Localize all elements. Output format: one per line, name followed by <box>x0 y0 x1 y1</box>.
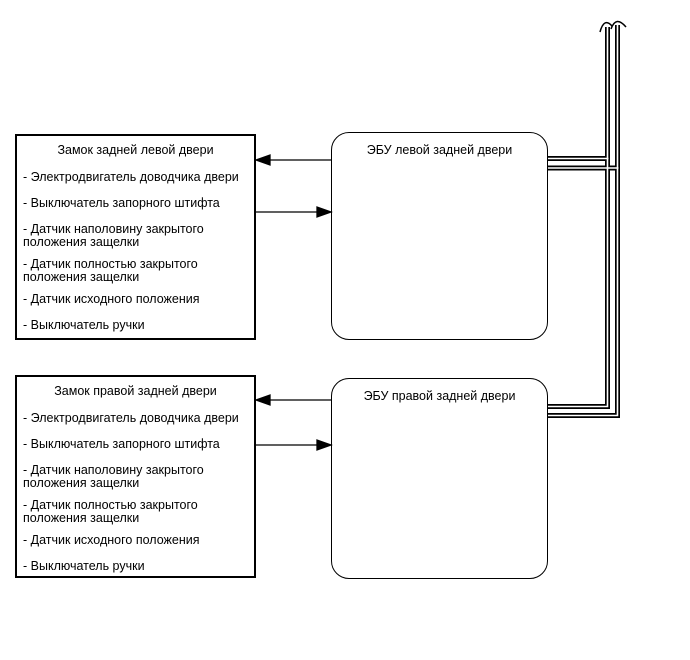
lock-box-title: Замок правой задней двери <box>54 384 217 398</box>
bus-break-mark-left <box>599 21 613 33</box>
ecu-box-left-rear-door: ЭБУ левой задней двери <box>331 132 548 340</box>
lock-item: - Датчик наполовину закрытого положения … <box>23 463 204 490</box>
lock-item: - Выключатель запорного штифта <box>23 437 220 451</box>
ecu-box-right-rear-door: ЭБУ правой задней двери <box>331 378 548 579</box>
lock-item: - Датчик полностью закрытого положения з… <box>23 257 198 284</box>
lock-item: - Датчик исходного положения <box>23 292 200 306</box>
lock-item: - Датчик наполовину закрытого положения … <box>23 222 204 249</box>
lock-box-title: Замок задней левой двери <box>57 143 214 157</box>
arrowhead-right-lower <box>316 439 333 451</box>
lock-box-rear-right-door: Замок правой задней двери - Электродвига… <box>15 375 256 578</box>
arrowhead-left-upper <box>254 154 271 166</box>
ecu-box-title: ЭБУ правой задней двери <box>363 389 516 403</box>
arrowhead-left-lower <box>254 394 271 406</box>
lock-box-rear-left-door: Замок задней левой двери - Электродвигат… <box>15 134 256 340</box>
lock-item: - Электродвигатель доводчика двери <box>23 170 239 184</box>
lock-item: - Выключатель запорного штифта <box>23 196 220 210</box>
bus-line-right <box>548 25 620 418</box>
bus-line-left <box>548 27 610 409</box>
lock-item: - Электродвигатель доводчика двери <box>23 411 239 425</box>
arrowhead-right-upper <box>316 206 333 218</box>
lock-item: - Выключатель ручки <box>23 318 145 332</box>
lock-item: - Датчик полностью закрытого положения з… <box>23 498 198 525</box>
lock-item: - Датчик исходного положения <box>23 533 200 547</box>
bus-break-mark-right <box>610 20 627 30</box>
lock-item: - Выключатель ручки <box>23 559 145 573</box>
ecu-box-title: ЭБУ левой задней двери <box>366 143 513 157</box>
